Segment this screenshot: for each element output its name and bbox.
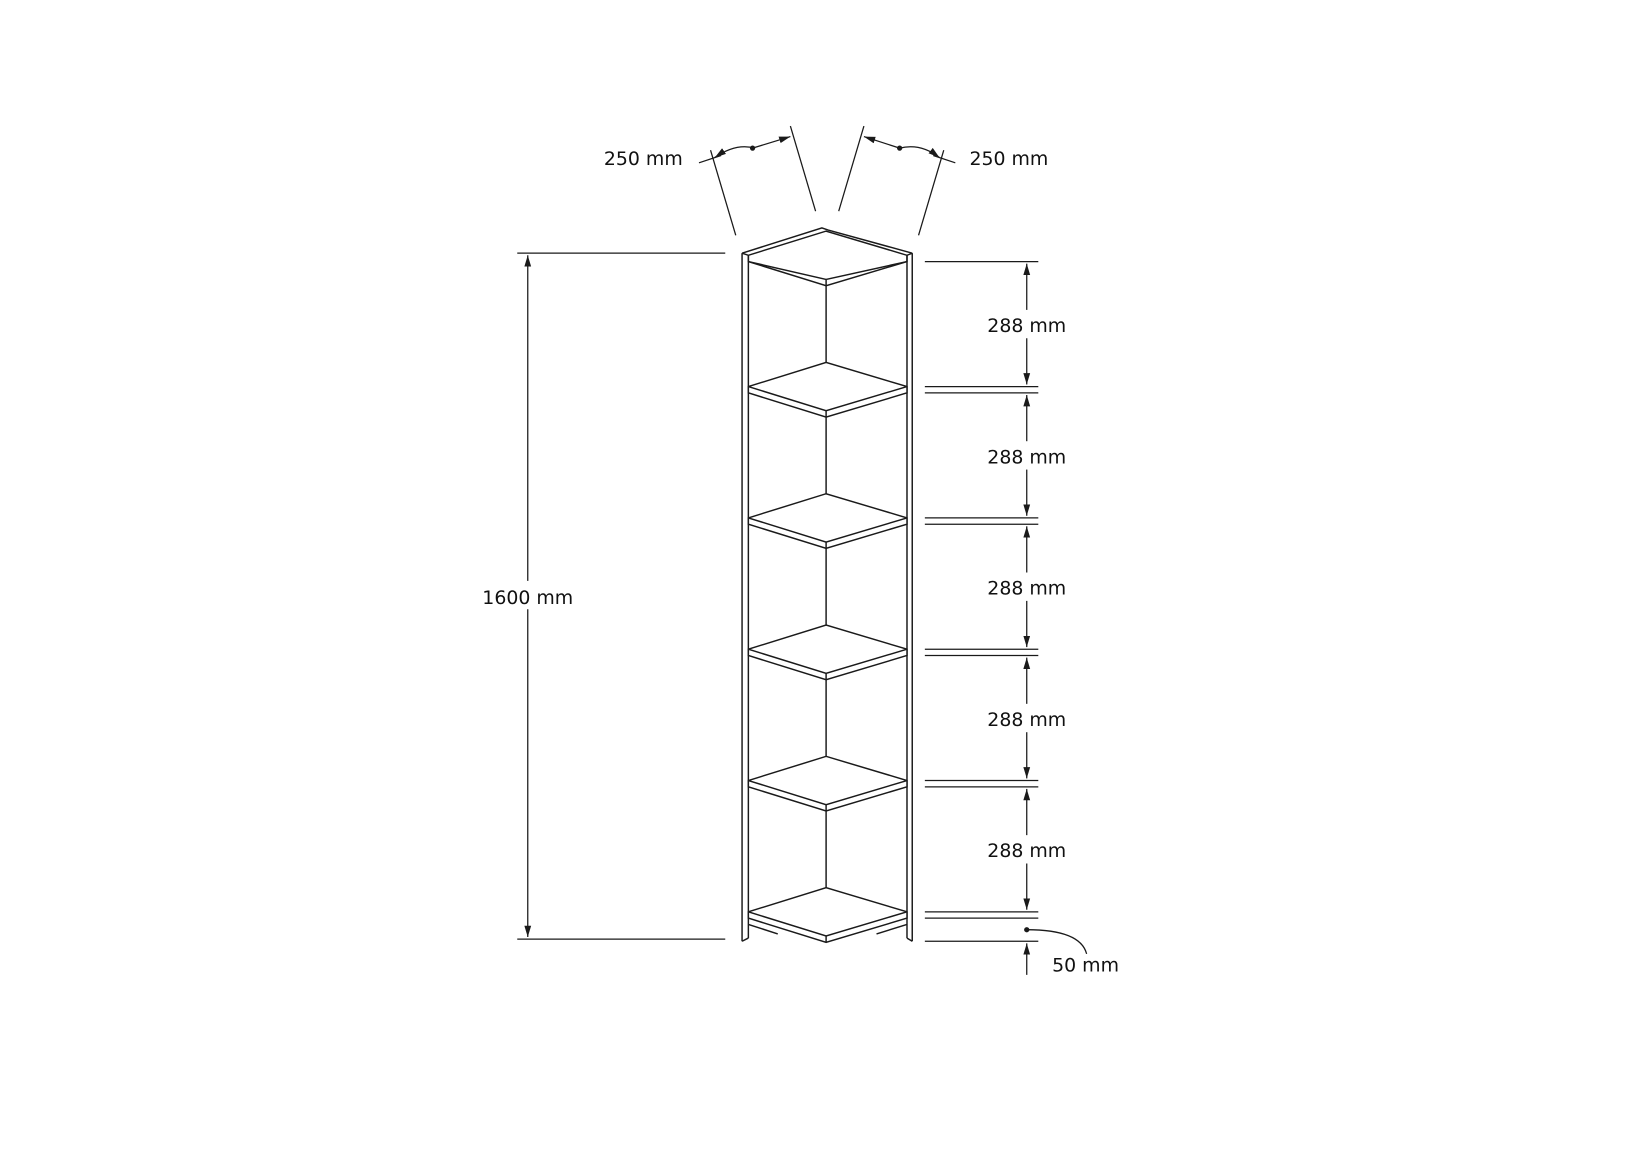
shelf-gap-label: 288 mm xyxy=(987,315,1066,337)
shelf-spacing-dimensions: 288 mm 288 mm 288 mm 288 mm 288 mm 50 mm xyxy=(924,260,1119,977)
shelf-gap-5: 288 mm xyxy=(987,788,1066,910)
shelf-4 xyxy=(747,755,908,812)
left-side-panel xyxy=(741,253,750,942)
shelf-gap-4: 288 mm xyxy=(987,657,1066,779)
shelf-gap-1: 288 mm xyxy=(987,263,1066,385)
shelf-1 xyxy=(747,361,908,418)
shelf-gap-label: 288 mm xyxy=(987,840,1066,862)
shelf-gap-3: 288 mm xyxy=(987,526,1066,648)
depth-dimension-left: 250 mm xyxy=(604,125,817,236)
depth-dimension-right: 250 mm xyxy=(838,125,1048,236)
base-height-label: 50 mm xyxy=(1052,955,1119,977)
shelf-gap-label: 288 mm xyxy=(987,709,1066,731)
shelf-gap-2: 288 mm xyxy=(987,394,1066,516)
shelf-2 xyxy=(747,492,908,550)
shelf-3 xyxy=(747,624,908,681)
bottom-shelf xyxy=(747,886,908,944)
total-height-label: 1600 mm xyxy=(482,587,573,609)
depth-right-label: 250 mm xyxy=(969,148,1048,170)
right-side-panel xyxy=(906,253,913,942)
depth-left-label: 250 mm xyxy=(604,148,683,170)
total-height-dimension: 1600 mm xyxy=(482,252,726,940)
shelf-gap-label: 288 mm xyxy=(987,578,1066,600)
shelf-gap-label: 288 mm xyxy=(987,446,1066,468)
corner-shelf-unit xyxy=(741,227,913,944)
base-height-dimension: 50 mm xyxy=(1023,927,1119,977)
